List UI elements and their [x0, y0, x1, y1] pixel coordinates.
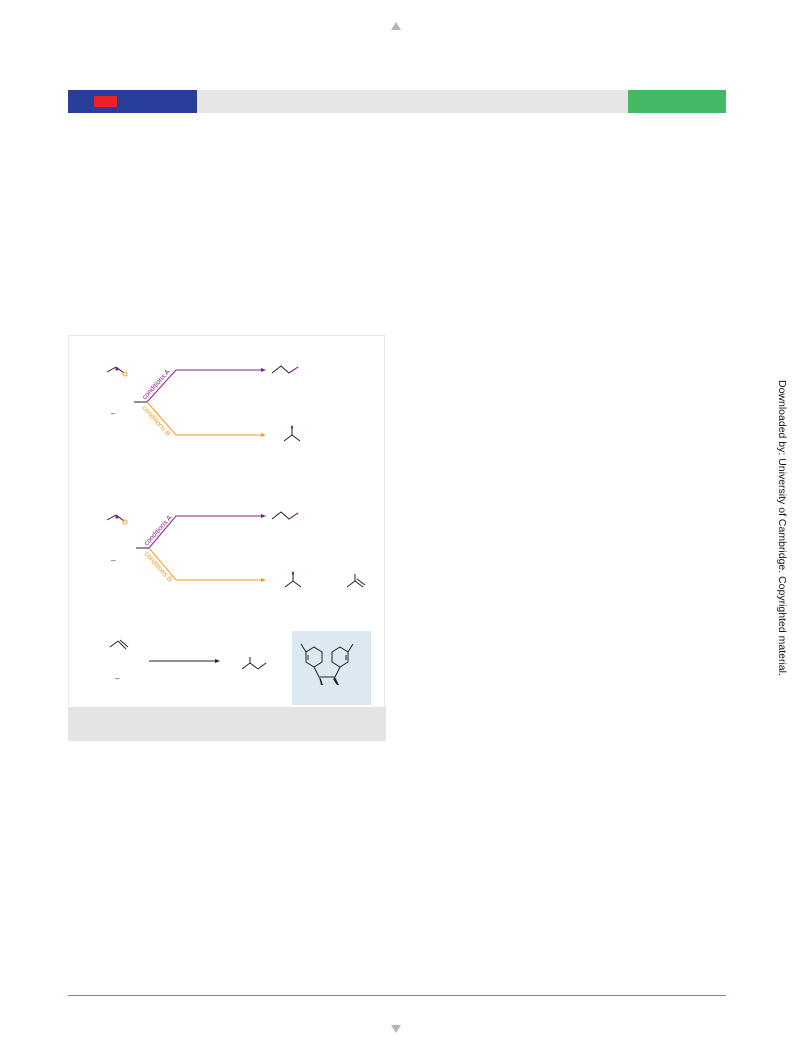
- scheme-1-arrowhead-b: [261, 433, 266, 437]
- scheme-3-minus-sign: –: [115, 674, 120, 683]
- scheme-2-arrowhead-b: [261, 578, 266, 582]
- scheme-1-arrowhead-a: [261, 368, 266, 372]
- scheme-3-arrowhead: [215, 659, 220, 663]
- previous-page-arrow-icon[interactable]: [391, 22, 401, 30]
- ligand-structure-inset: [292, 631, 371, 705]
- scheme-1: – conditions A conditions B: [106, 365, 301, 442]
- scheme-1-conditions-b-label: conditions B: [141, 405, 172, 438]
- download-notice: Downloaded by: University of Cambridge. …: [776, 380, 788, 676]
- scheme-3: –: [109, 631, 371, 705]
- footer-rule: [68, 995, 726, 996]
- scheme-1-minus-sign: –: [111, 409, 116, 418]
- scheme-1-arrow-a: [146, 369, 261, 403]
- journal-header-bar: [68, 90, 726, 113]
- scheme-2-arrowhead-a: [261, 514, 266, 518]
- scheme-2-arrow-b: [148, 547, 261, 581]
- scheme-1-arrow-b: [146, 401, 261, 436]
- journal-logo-block: [68, 90, 197, 113]
- scheme-1-starting-material: [106, 366, 128, 377]
- journal-logo-badge: [94, 96, 117, 107]
- next-page-arrow-icon[interactable]: [391, 1025, 401, 1033]
- scheme-1-branched-product: [283, 425, 301, 442]
- scheme-2-starting-material: [106, 514, 128, 525]
- scheme-figure: – conditions A conditions B: [68, 335, 385, 741]
- scheme-1-conditions-a-label: conditions A: [141, 368, 172, 401]
- scheme-2-linear-product: [271, 511, 299, 520]
- reaction-scheme: – conditions A conditions B: [106, 365, 371, 705]
- figure-caption-area: [68, 707, 386, 741]
- scheme-3-product: [241, 657, 267, 670]
- scheme-2-arrow-a: [148, 515, 261, 549]
- scheme-2-alkene-product: [346, 574, 366, 588]
- scheme-2-conditions-b-label: conditions B: [143, 551, 174, 584]
- scheme-2: – conditions A conditions B: [106, 511, 366, 588]
- scheme-2-branched-product: [284, 571, 302, 588]
- scheme-2-minus-sign: –: [111, 556, 116, 565]
- article-type-tag: [628, 90, 726, 113]
- scheme-2-conditions-a-label: conditions A: [143, 514, 174, 547]
- scheme-1-linear-product: [271, 365, 299, 374]
- scheme-3-starting-alkene: [109, 639, 129, 650]
